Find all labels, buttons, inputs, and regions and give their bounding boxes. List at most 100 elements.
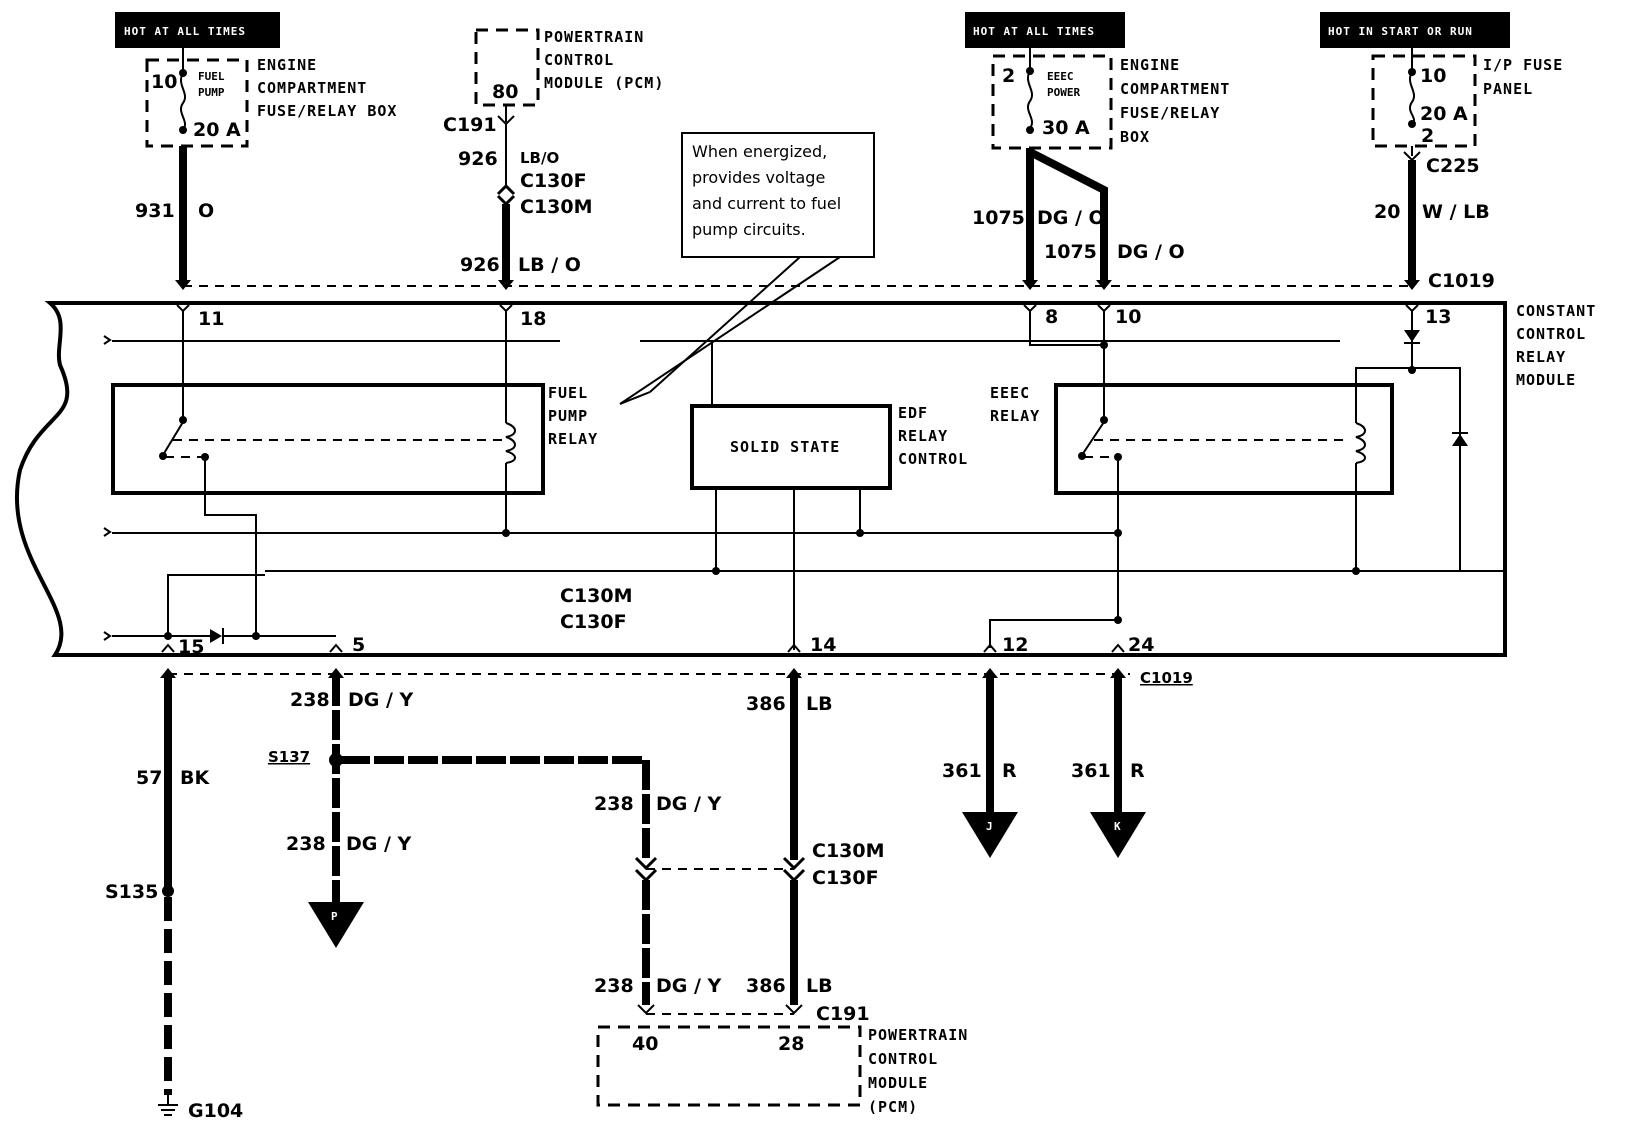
wire-386-pcm-circuit: 386 [746, 975, 786, 997]
wire-926-lower-color: LB / O [518, 254, 581, 276]
wire-57-circuit: 57 [136, 767, 162, 789]
fuse-eeec-box-line4: BOX [1120, 128, 1150, 146]
wire-1075a-color: DG / O [1037, 207, 1105, 229]
edf-control-label-3: CONTROL [898, 450, 968, 468]
fuse-eeec-box-line1: ENGINE [1120, 56, 1180, 74]
wire-926-upper-color: LB/O [520, 149, 559, 167]
pcm-top-label-1: POWERTRAIN [544, 28, 644, 46]
splice-s137: S137 [268, 748, 310, 766]
wire-20: C225 20 W / LB [1374, 146, 1490, 290]
pcm-bottom: 40 28 POWERTRAIN CONTROL MODULE (PCM) [596, 1025, 968, 1116]
note-line-3: and current to fuel [692, 194, 841, 213]
arrow-k: K [1114, 820, 1121, 833]
wire-926: C191 926 LB/O C130F C130M 926 LB / O [443, 105, 593, 290]
wire-238-pcm-circuit: 238 [594, 975, 634, 997]
fuse-box-label-line1: ENGINE [257, 56, 317, 74]
module-pins-bottom: 15 5 14 12 24 [161, 634, 1154, 658]
hot-bar-left: HOT AT ALL TIMES [115, 12, 280, 48]
pin-12: 12 [1002, 634, 1028, 656]
splice-s135: S135 [105, 881, 158, 903]
solid-state-label: SOLID STATE [730, 438, 840, 456]
wire-361j-color: R [1002, 760, 1017, 782]
connector-c130m-mid: C130M [560, 585, 633, 607]
wire-20-circuit: 20 [1374, 201, 1400, 223]
pin-5: 5 [352, 634, 365, 656]
wire-238-down-circuit: 238 [286, 833, 326, 855]
fuse-eeec-rating: 30 A [1042, 117, 1090, 139]
module-label-2: CONTROL [1516, 325, 1586, 343]
pcm-top-label-3: MODULE (PCM) [544, 74, 664, 92]
wire-361-j: 361 R J [942, 668, 1018, 858]
internal-bus [103, 335, 1505, 641]
fuse-eeec-box-line2: COMPARTMENT [1120, 80, 1230, 98]
wire-386-pcm-color: LB [806, 975, 833, 997]
fuse-fuel-pump-name2: PUMP [198, 86, 225, 99]
module-label-1: CONSTANT [1516, 302, 1596, 320]
wire-931-circuit: 931 [135, 200, 175, 222]
wire-238-branch-color: DG / Y [656, 793, 722, 815]
connector-c130f-mid: C130F [560, 611, 627, 633]
pin-10: 10 [1115, 306, 1141, 328]
edf-control-label-2: RELAY [898, 427, 948, 445]
connector-c130f-low: C130F [812, 867, 879, 889]
pcm-bottom-label-1: POWERTRAIN [868, 1026, 968, 1044]
eeec-relay-label-2: RELAY [990, 407, 1040, 425]
pcm-bottom-label-3: MODULE [868, 1074, 928, 1092]
wire-361k-circuit: 361 [1071, 760, 1111, 782]
module-label-3: RELAY [1516, 348, 1566, 366]
wire-361k-color: R [1130, 760, 1145, 782]
pcm-bottom-label-4: (PCM) [868, 1098, 918, 1116]
note-line-4: pump circuits. [692, 220, 806, 239]
fuse-ip-number: 10 [1420, 65, 1446, 87]
pin-14: 14 [810, 634, 836, 656]
pcm-top-label-2: CONTROL [544, 51, 614, 69]
pin-11: 11 [198, 308, 224, 330]
fuse-eeec-name2: POWER [1047, 86, 1080, 99]
fuel-pump-relay-label-2: PUMP [548, 407, 588, 425]
wire-386: 386 LB C130M C130F 386 LB C191 [646, 668, 885, 1025]
arrow-j: J [986, 820, 993, 833]
fuse-fuel-pump-number: 10 [151, 71, 177, 93]
wire-386-top-circuit: 386 [746, 693, 786, 715]
wire-926-lower-circuit: 926 [460, 254, 500, 276]
pcm-top-pin: 80 [492, 81, 518, 103]
arrow-p: P [331, 910, 338, 923]
relay-module-housing: CONSTANT CONTROL RELAY MODULE [14, 301, 1596, 657]
fuse-eeec-number: 2 [1002, 65, 1015, 87]
wire-238-branch-circuit: 238 [594, 793, 634, 815]
pcm-top: 80 POWERTRAIN CONTROL MODULE (PCM) [474, 28, 664, 107]
fuse-fuel-pump-rating: 20 A [193, 119, 241, 141]
wire-361j-circuit: 361 [942, 760, 982, 782]
eeec-relay-label-1: EEEC [990, 384, 1030, 402]
connector-c225: C225 [1426, 155, 1480, 177]
wire-1075: 1075 DG / O 1075 DG / O [972, 148, 1185, 290]
module-pins-top: 11 18 8 10 13 [176, 304, 1451, 330]
edf-relay-control: SOLID STATE EDF RELAY CONTROL [690, 341, 968, 650]
fuse-fuel-pump: 10 FUEL PUMP 20 A ENGINE COMPARTMENT FUS… [145, 48, 397, 148]
wire-57: 57 BK S135 G104 [105, 668, 243, 1122]
wire-238: 238 DG / Y S137 238 DG / Y P 238 DG / Y … [268, 668, 722, 1015]
fuse-ip-box-line1: I/P FUSE [1483, 56, 1563, 74]
fuse-fuel-pump-name1: FUEL [198, 70, 225, 83]
hot-bar-middle: HOT AT ALL TIMES [965, 12, 1125, 48]
fuel-pump-relay: FUEL PUMP RELAY [111, 311, 597, 636]
hot-bar-middle-text: HOT AT ALL TIMES [973, 25, 1095, 38]
pcm-bottom-label-2: CONTROL [868, 1050, 938, 1068]
fuse-ip-rating: 20 A [1420, 103, 1468, 125]
connector-c191-top: C191 [443, 114, 497, 136]
fuse-box-label-line2: COMPARTMENT [257, 79, 367, 97]
fuse-box-label-line3: FUSE/RELAY BOX [257, 102, 397, 120]
pin-15: 15 [178, 636, 204, 658]
hot-bar-right-text: HOT IN START OR RUN [1328, 25, 1473, 38]
fuse-ip-panel: 10 20 A 2 I/P FUSE PANEL [1371, 48, 1563, 148]
fuse-eeec-name1: EEEC [1047, 70, 1074, 83]
fuse-ip-box-line2: PANEL [1483, 80, 1533, 98]
edf-control-label-1: EDF [898, 404, 928, 422]
connector-c1019-bottom: C1019 [1140, 669, 1193, 687]
note-box: When energized, provides voltage and cur… [619, 132, 875, 405]
eeec-relay: EEEC RELAY [989, 311, 1468, 648]
diode-pin-15 [164, 574, 336, 644]
hot-bar-right: HOT IN START OR RUN [1320, 12, 1510, 48]
connector-c130m-top: C130M [520, 196, 593, 218]
